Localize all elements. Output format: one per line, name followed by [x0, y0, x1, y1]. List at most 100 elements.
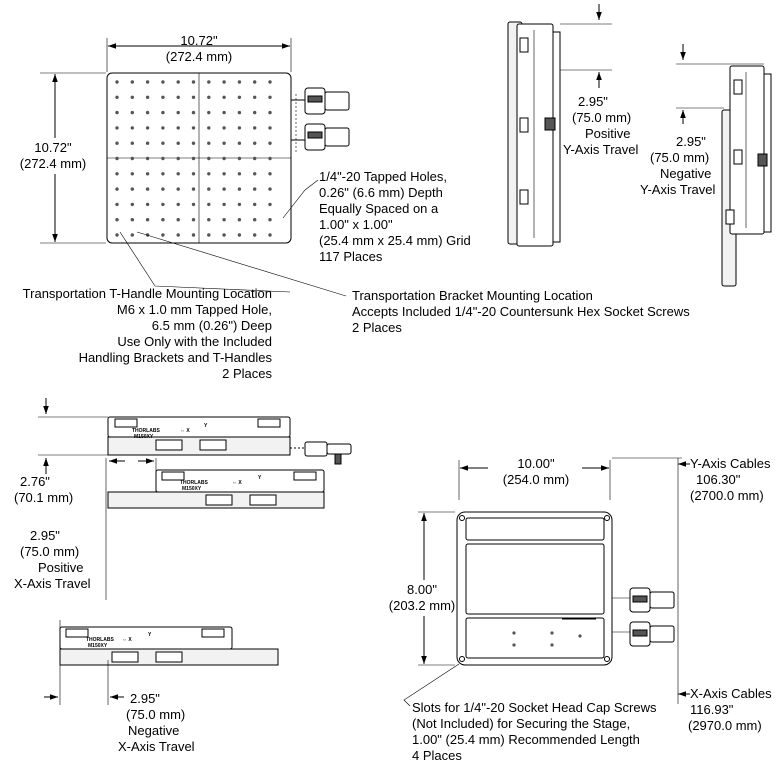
tapped-hole	[268, 187, 272, 191]
tapped-hole	[222, 95, 226, 100]
svg-text:1.00" x 1.00": 1.00" x 1.00"	[319, 217, 393, 232]
svg-text:(75.0 mm): (75.0 mm)	[572, 110, 631, 125]
svg-text:6.5 mm (0.26") Deep: 6.5 mm (0.26") Deep	[152, 318, 272, 333]
tapped-hole	[268, 126, 272, 130]
svg-text:(75.0 mm): (75.0 mm)	[650, 150, 709, 165]
tapped-hole	[176, 141, 180, 145]
svg-text:Handling Brackets and T-Handle: Handling Brackets and T-Handles	[79, 350, 273, 365]
tapped-hole	[207, 233, 211, 237]
tapped-hole	[161, 126, 165, 130]
tapped-hole	[253, 80, 257, 84]
tapped-hole	[237, 141, 242, 145]
x-cables-label: X-Axis Cables 116.93" (2970.0 mm)	[688, 686, 772, 733]
tapped-hole	[145, 202, 150, 207]
tapped-hole	[253, 126, 257, 130]
tapped-hole	[176, 218, 180, 222]
tapped-hole	[145, 141, 150, 145]
tapped-hole	[191, 233, 196, 237]
svg-text:Transportation T-Handle Mounti: Transportation T-Handle Mounting Locatio…	[23, 286, 272, 301]
tapped-hole	[115, 141, 119, 145]
tapped-hole	[191, 156, 196, 161]
svg-text:THORLABS: THORLABS	[86, 637, 114, 643]
tapped-hole-grid	[115, 80, 272, 237]
tapped-hole	[145, 187, 150, 191]
y-negative-travel-view	[676, 44, 772, 287]
svg-text:1.00" (25.4 mm) Recommended Le: 1.00" (25.4 mm) Recommended Length	[412, 732, 640, 747]
svg-text:0.26" (6.6 mm) Depth: 0.26" (6.6 mm) Depth	[319, 185, 443, 200]
tapped-hole	[253, 110, 257, 115]
tapped-hole	[145, 218, 150, 222]
tapped-hole	[176, 126, 180, 130]
tapped-hole	[268, 156, 272, 161]
svg-text:THORLABS: THORLABS	[180, 480, 208, 486]
tapped-hole	[222, 202, 226, 207]
tapped-hole	[145, 156, 150, 161]
tapped-holes-note: 1/4"-20 Tapped Holes, 0.26" (6.6 mm) Dep…	[319, 169, 471, 264]
tapped-hole	[115, 110, 119, 115]
tapped-hole	[253, 202, 257, 207]
tapped-hole	[268, 233, 272, 237]
tapped-hole	[115, 126, 119, 130]
svg-text:2.95": 2.95"	[130, 691, 160, 706]
svg-text:Positive: Positive	[38, 560, 84, 575]
top-cable-connectors	[291, 87, 350, 154]
tapped-hole	[145, 110, 150, 115]
tapped-hole	[115, 156, 119, 161]
tapped-hole	[222, 110, 226, 115]
width-dimension-mm: (272.4 mm)	[166, 49, 232, 64]
tapped-hole	[222, 233, 226, 237]
tapped-hole	[115, 233, 119, 237]
svg-text:Y-Axis Cables: Y-Axis Cables	[690, 456, 771, 471]
height-dimension-mm: (272.4 mm)	[20, 156, 86, 171]
tapped-hole	[191, 187, 196, 191]
tapped-hole	[222, 80, 226, 84]
tapped-hole	[237, 172, 242, 176]
tapped-hole	[253, 156, 257, 161]
svg-text:Negative: Negative	[660, 166, 711, 181]
tapped-hole	[207, 141, 211, 145]
tapped-hole	[253, 95, 257, 100]
slots-note: Slots for 1/4"-20 Socket Head Cap Screws…	[412, 700, 657, 763]
tapped-hole	[161, 110, 165, 115]
tapped-hole	[207, 218, 211, 222]
x-positive-travel-view: THORLABS M150XY ⇔ X Y	[105, 458, 325, 600]
tapped-hole	[115, 172, 119, 176]
svg-text:2 Places: 2 Places	[352, 320, 402, 335]
tapped-hole	[176, 156, 180, 161]
tapped-hole	[237, 110, 242, 115]
svg-text:⇔ X: ⇔ X	[122, 637, 132, 643]
svg-text:2.76": 2.76"	[20, 474, 50, 489]
tapped-hole	[237, 126, 242, 130]
tapped-hole	[115, 187, 119, 191]
tapped-hole	[130, 126, 134, 130]
svg-text:Transportation Bracket Mountin: Transportation Bracket Mounting Location	[352, 288, 593, 303]
svg-text:X-Axis Travel: X-Axis Travel	[118, 739, 195, 754]
svg-text:8.00": 8.00"	[407, 582, 437, 597]
tapped-hole	[253, 141, 257, 145]
svg-text:Y-Axis Travel: Y-Axis Travel	[640, 182, 715, 197]
svg-text:Equally Spaced on a: Equally Spaced on a	[319, 201, 439, 216]
svg-text:Y: Y	[258, 475, 262, 481]
tapped-hole	[268, 218, 272, 222]
tapped-hole	[268, 141, 272, 145]
tapped-hole	[207, 80, 211, 84]
tapped-hole	[191, 218, 196, 222]
t-handle-note: Transportation T-Handle Mounting Locatio…	[23, 286, 273, 381]
tapped-hole	[130, 80, 134, 84]
tapped-hole	[207, 110, 211, 115]
tapped-hole	[161, 187, 165, 191]
tapped-hole	[222, 141, 226, 145]
tapped-hole	[130, 95, 134, 100]
height-dimension: 10.72"	[34, 140, 72, 155]
tapped-hole	[222, 172, 226, 176]
y-cables-label: Y-Axis Cables 106.30" (2700.0 mm)	[690, 456, 771, 503]
svg-text:Accepts Included 1/4"-20 Count: Accepts Included 1/4"-20 Countersunk Hex…	[352, 304, 690, 319]
tapped-hole	[115, 80, 119, 84]
svg-text:M150XY: M150XY	[88, 643, 108, 649]
tapped-hole	[253, 172, 257, 176]
tapped-hole	[237, 187, 242, 191]
bottom-view: 10.00" (254.0 mm) 8.00" (203.2 mm)	[378, 456, 690, 707]
tapped-hole	[253, 187, 257, 191]
top-view: 10.72" (272.4 mm) 10.72" (272.4 mm)	[2, 33, 350, 297]
svg-text:(70.1 mm): (70.1 mm)	[14, 490, 73, 505]
